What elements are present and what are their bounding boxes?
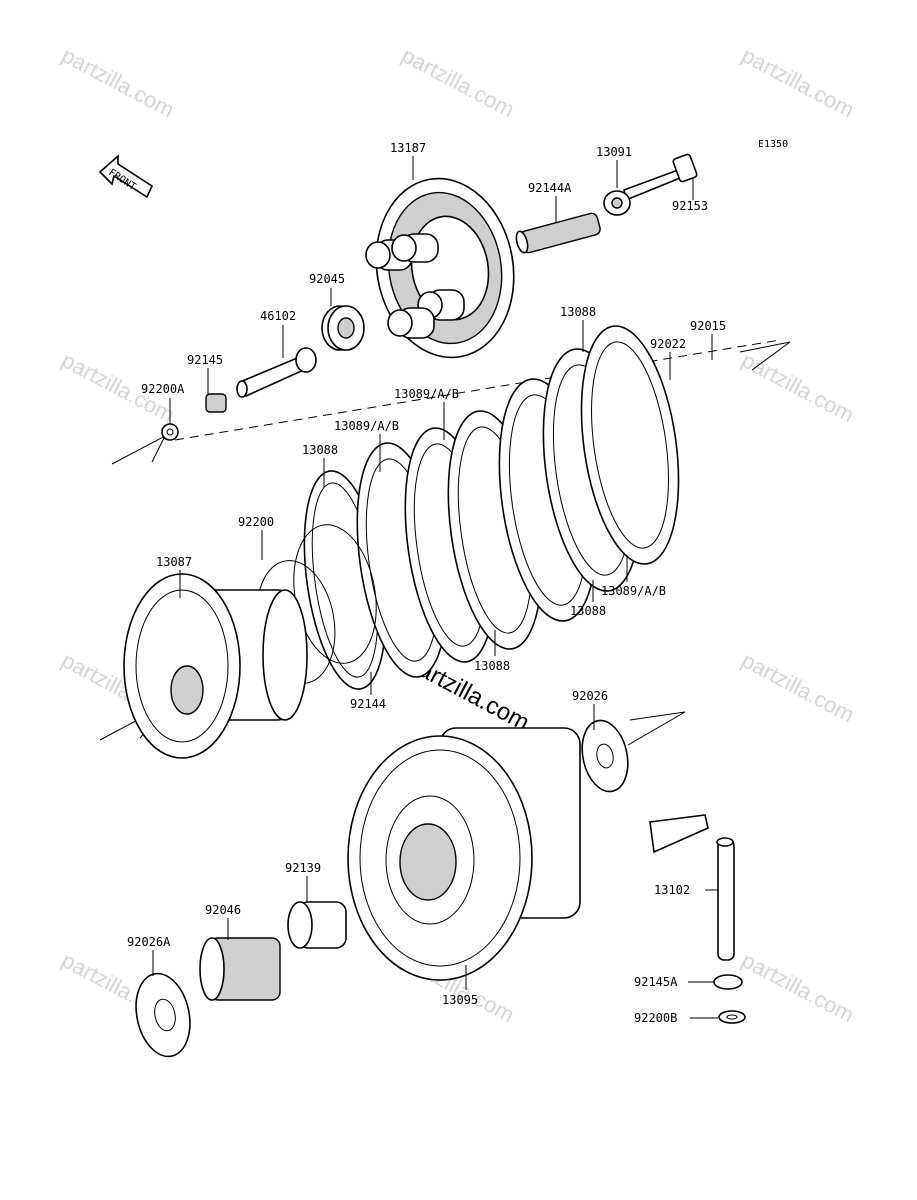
spring-92145A (713, 974, 743, 990)
label-13187: 13187 (390, 141, 426, 155)
needle-bearing-92046 (199, 937, 281, 1001)
label-92026: 92026 (572, 689, 608, 703)
washer-92026 (581, 719, 629, 793)
label-92200B: 92200B (634, 1011, 677, 1025)
clutch-housing-gear-13095 (347, 727, 581, 981)
clutch-hub-13087 (123, 573, 308, 759)
label-92145A: 92145A (634, 975, 678, 989)
spring-92144A (515, 212, 601, 254)
label-92144: 92144 (350, 697, 386, 711)
label-92022: 92022 (650, 337, 686, 351)
label-92153: 92153 (672, 199, 708, 213)
watermark-text: partzilla.com (738, 647, 859, 727)
watermark-text: partzilla.com (398, 42, 519, 122)
label-13102: 13102 (654, 883, 690, 897)
label-92200: 92200 (238, 515, 274, 529)
label-13089-a: 13089/A/B (394, 387, 459, 401)
part-labels: 13187 13091 92144A 92153 92045 46102 921… (127, 141, 726, 1025)
label-13088-top: 13088 (560, 305, 596, 319)
spring-92145 (205, 393, 227, 413)
label-92200A: 92200A (141, 382, 185, 396)
diagram-code: E1350 (758, 139, 788, 150)
push-rod-46102 (236, 347, 317, 398)
label-13089-b: 13089/A/B (334, 419, 399, 433)
label-13091: 13091 (596, 145, 632, 159)
watermark-text: partzilla.com (738, 42, 859, 122)
release-shaft-13102 (649, 814, 735, 961)
label-92026A: 92026A (127, 935, 171, 949)
washer-92200B (718, 1010, 746, 1024)
collar-13091 (603, 190, 631, 216)
watermark-text: partzilla.com (738, 947, 859, 1027)
clutch-plate-stack (303, 325, 680, 690)
washer-92200A (161, 423, 179, 441)
label-13087: 13087 (156, 555, 192, 569)
label-92045: 92045 (309, 272, 345, 286)
label-92139: 92139 (285, 861, 321, 875)
washer-92026A (135, 972, 191, 1058)
bearing-92045 (321, 305, 365, 351)
label-92145: 92145 (187, 353, 223, 367)
pressure-plate-13187 (365, 177, 515, 359)
bolt-92153 (623, 153, 698, 202)
watermark-text: partzilla.com (58, 42, 179, 122)
label-13088-bottom: 13088 (474, 659, 510, 673)
label-13088-right: 13088 (570, 604, 606, 618)
label-46102: 46102 (260, 309, 296, 323)
label-13095: 13095 (442, 993, 478, 1007)
label-92144A: 92144A (528, 181, 572, 195)
leader-lines (152, 156, 718, 1019)
sleeve-92139 (287, 901, 347, 949)
label-13088-left: 13088 (302, 443, 338, 457)
label-13089-c: 13089/A/B (601, 584, 666, 598)
front-arrow-icon: FRONT (98, 154, 154, 199)
watermark-text: partzilla.com (738, 347, 859, 427)
label-92015: 92015 (690, 319, 726, 333)
label-92046: 92046 (205, 903, 241, 917)
